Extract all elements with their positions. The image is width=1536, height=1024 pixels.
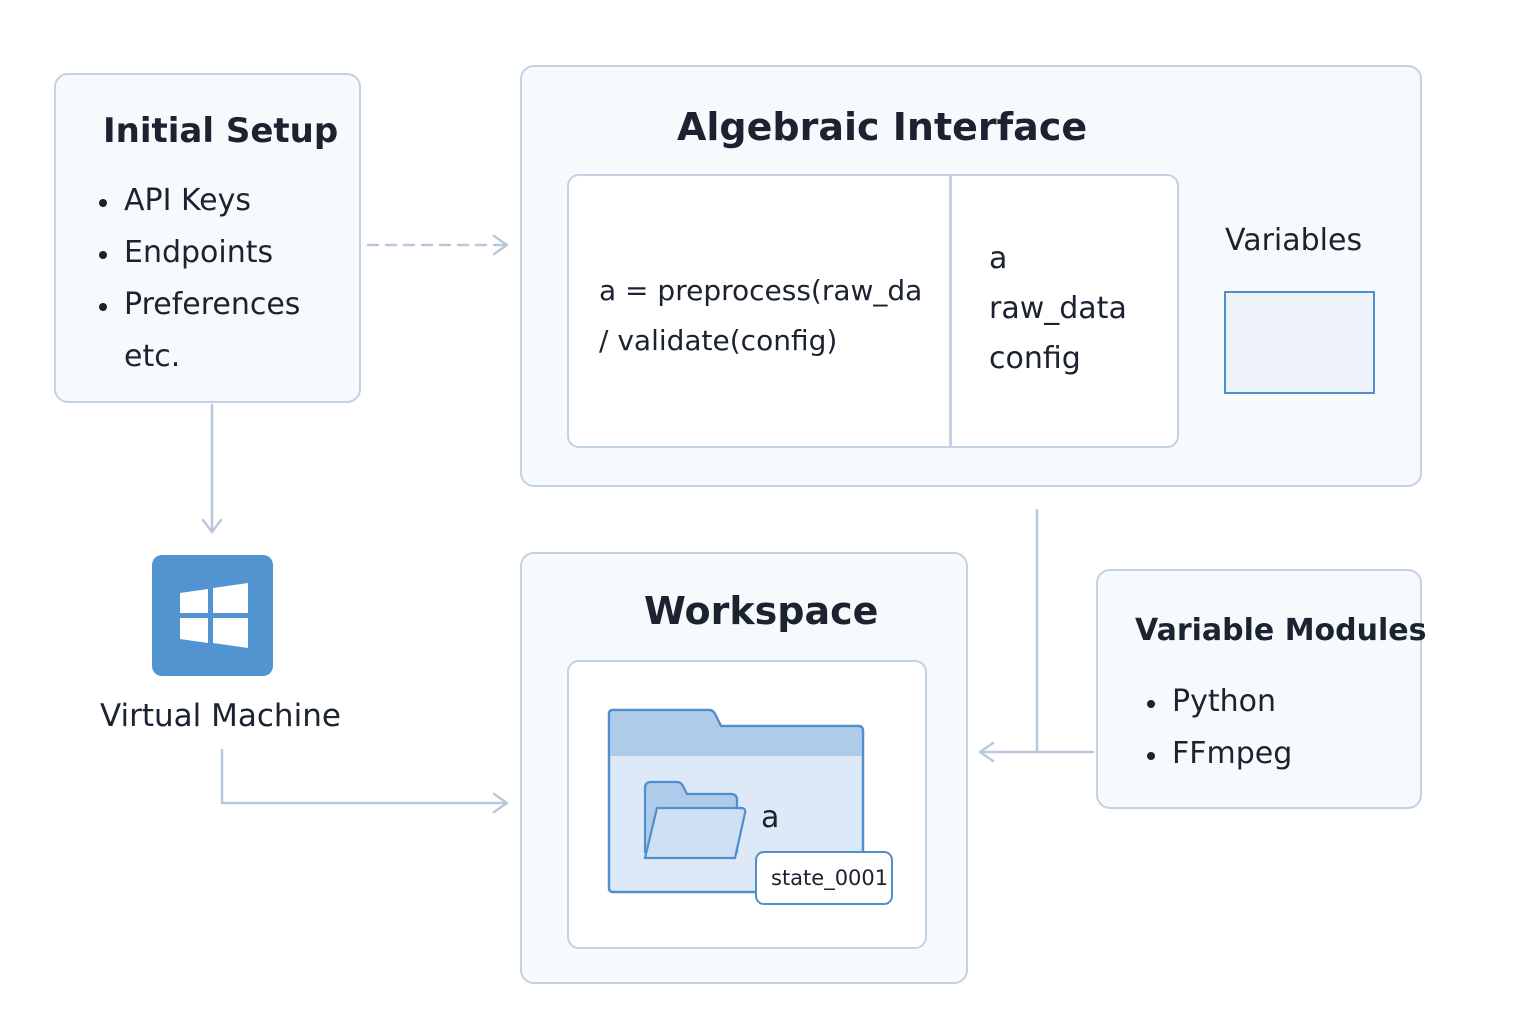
initial-setup-box: Initial Setup API Keys Endpoints Prefere…: [54, 73, 361, 403]
workspace-box: Workspace a state_0001: [520, 552, 968, 984]
folder-item-label: a: [761, 800, 780, 835]
variable-modules-title: Variable Modules: [1135, 613, 1427, 648]
algebraic-interface-title: Algebraic Interface: [677, 105, 1088, 149]
workspace-title: Workspace: [644, 589, 879, 633]
variable-modules-box: Variable Modules Python FFmpeg: [1096, 569, 1426, 809]
modules-to-workspace-arrowhead: [978, 741, 995, 763]
setup-item-preferences: Preferences: [124, 287, 301, 322]
variable-name-config: config: [989, 341, 1081, 376]
code-line-2: / validate(config): [599, 324, 838, 357]
windows-logo-icon: [152, 555, 273, 676]
setup-item-etc: etc.: [124, 339, 181, 374]
variable-name-raw-data: raw_data: [989, 291, 1127, 326]
variables-panel[interactable]: [1224, 291, 1375, 394]
setup-to-interface-arrowhead: [492, 234, 509, 256]
setup-item-endpoints: Endpoints: [124, 235, 274, 270]
variable-name-a: a: [989, 241, 1008, 276]
bullet-icon: [1147, 700, 1155, 708]
vm-to-workspace-arrowhead: [492, 792, 509, 814]
folder-window-icon: [607, 708, 865, 894]
code-area[interactable]: a = preprocess(raw_da / validate(config): [569, 176, 949, 446]
bullet-icon: [99, 303, 107, 311]
state-badge-label: state_0001: [771, 866, 889, 890]
setup-to-vm-arrowhead: [201, 518, 223, 534]
module-item-ffmpeg: FFmpeg: [1172, 736, 1293, 771]
code-editor-panel[interactable]: a = preprocess(raw_da / validate(config)…: [567, 174, 1179, 448]
algebraic-interface-box: Algebraic Interface a = preprocess(raw_d…: [520, 65, 1422, 487]
module-item-python: Python: [1172, 684, 1276, 719]
workspace-inner-panel: a state_0001: [567, 660, 927, 949]
bullet-icon: [99, 251, 107, 259]
variables-label: Variables: [1225, 223, 1363, 258]
editor-divider: [949, 176, 952, 446]
setup-item-api-keys: API Keys: [124, 183, 252, 218]
bullet-icon: [99, 199, 107, 207]
code-line-1: a = preprocess(raw_da: [599, 274, 923, 307]
variable-names-list: a raw_data config: [952, 176, 1177, 446]
initial-setup-title: Initial Setup: [103, 111, 339, 151]
virtual-machine-label: Virtual Machine: [100, 698, 341, 734]
windows-logo-glyph: [180, 583, 248, 648]
state-badge[interactable]: state_0001: [755, 851, 893, 905]
vm-to-workspace-line: [220, 748, 507, 805]
bullet-icon: [1147, 752, 1155, 760]
